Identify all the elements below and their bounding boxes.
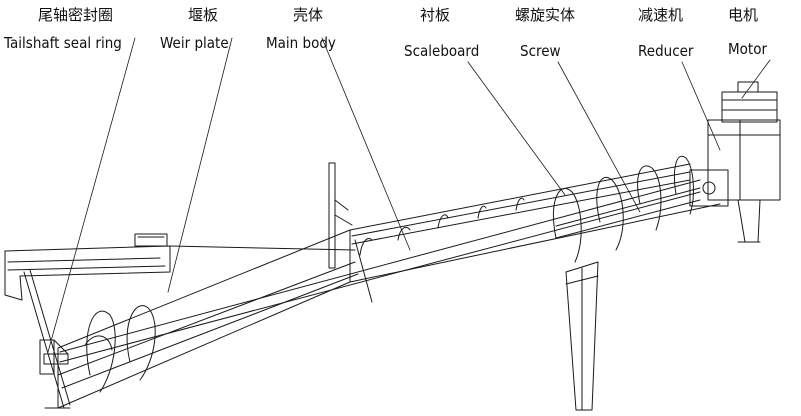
- motor: [721, 81, 778, 123]
- label-body-zh: 壳体: [293, 6, 324, 24]
- weir-tank: [4, 233, 356, 301]
- label-tail-seal-en: Tailshaft seal ring: [4, 34, 122, 52]
- label-weir-en: Weir plate: [160, 34, 229, 52]
- screw-shaft: [59, 179, 701, 363]
- label-liner-en: Scaleboard: [404, 42, 480, 60]
- scaleboard: [351, 171, 691, 245]
- label-tail-seal-zh: 尾轴密封圈: [38, 6, 114, 24]
- leader-scaleboard: [467, 61, 566, 196]
- leader-reducer: [681, 61, 721, 151]
- label-screw-zh: 螺旋实体: [515, 6, 576, 24]
- label-body-en: Main body: [266, 34, 336, 52]
- leader-tail-seal: [47, 37, 136, 353]
- leader-body: [321, 37, 411, 251]
- label-weir-zh: 堰板: [188, 6, 219, 24]
- label-reducer-en: Reducer: [638, 42, 694, 60]
- leader-screw: [557, 61, 641, 213]
- tail-seal-assembly: [39, 339, 69, 375]
- label-motor-en: Motor: [728, 40, 768, 58]
- weir-partition: [328, 162, 353, 269]
- leader-lines: [47, 37, 771, 353]
- label-motor-zh: 电机: [728, 6, 759, 24]
- leader-motor: [741, 59, 771, 99]
- leader-weir: [167, 37, 233, 293]
- label-reducer-zh: 减速机: [638, 6, 684, 24]
- label-screw-en: Screw: [520, 42, 561, 60]
- main-body: [23, 163, 721, 409]
- reducer: [689, 119, 781, 243]
- screw-flights: [84, 155, 694, 393]
- discharge-chute: [565, 261, 599, 411]
- label-liner-zh: 衬板: [420, 6, 451, 24]
